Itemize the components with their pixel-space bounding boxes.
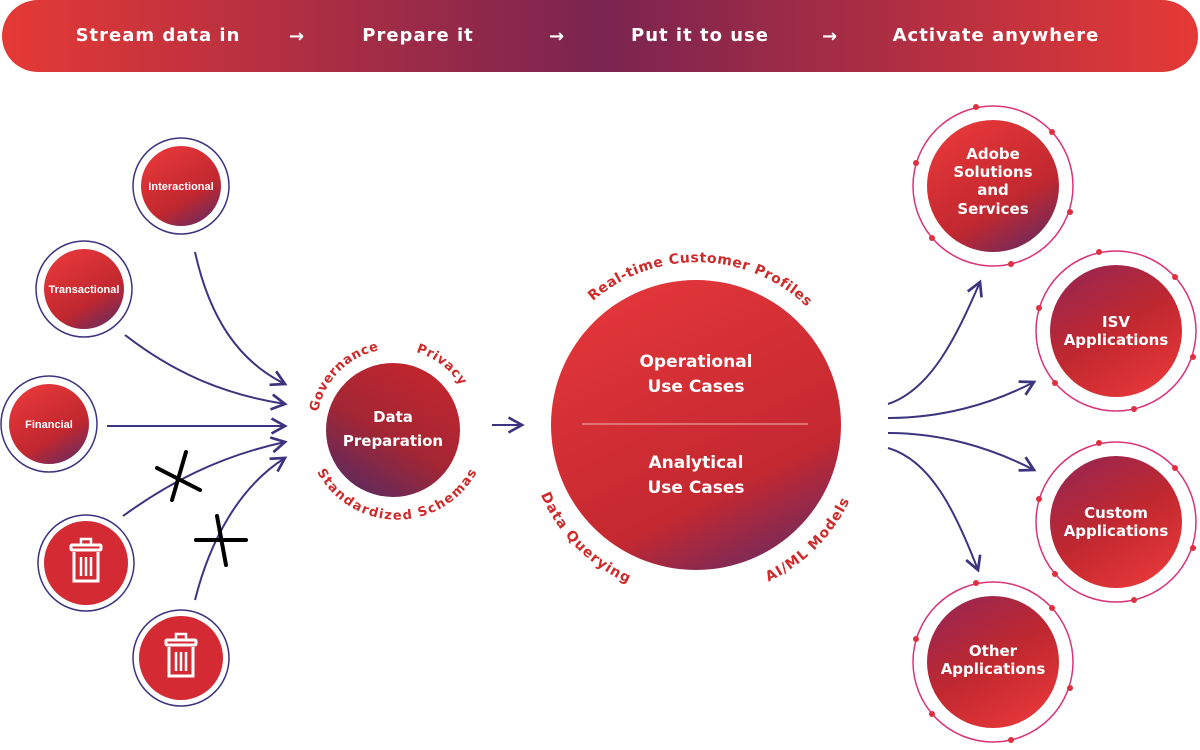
node-ring: [912, 581, 1074, 743]
node-circle: [927, 120, 1059, 252]
destination-line2: Applications: [1064, 522, 1169, 540]
node-ring: [37, 514, 135, 612]
node-ring: [132, 137, 230, 235]
source-label: Transactional: [49, 284, 120, 296]
source-interactional: Interactional: [132, 137, 230, 235]
node-ring: [912, 105, 1074, 267]
prep-title-line1: Data: [373, 408, 413, 426]
source-arrows: [107, 251, 288, 601]
arrow-right-icon: →: [822, 26, 838, 47]
node-circle: [1050, 265, 1182, 397]
node-circle: [141, 146, 221, 226]
trash-icon[interactable]: [164, 632, 198, 678]
node-ring: [0, 375, 98, 473]
arrow-interactional: [194, 251, 288, 387]
banner-background: [2, 0, 1198, 72]
step-stream-data-in: Stream data in: [76, 25, 241, 46]
step-activate-anywhere: Activate anywhere: [893, 25, 1100, 46]
destination-line1: ISV: [1102, 313, 1130, 331]
trash-icon[interactable]: [69, 537, 103, 583]
destination-line1: Adobe: [966, 145, 1020, 163]
arrow-right-icon: →: [289, 26, 305, 47]
source-removed-2[interactable]: [132, 609, 230, 707]
destination-other-applications: Other Applications: [912, 580, 1074, 743]
destination-line4: Services: [957, 200, 1028, 218]
node-ring: [132, 609, 230, 707]
node-circle: [9, 384, 89, 464]
arrow-right-icon: →: [549, 26, 565, 47]
destination-line1: Custom: [1084, 504, 1148, 522]
arrow-to-adobe: [887, 279, 983, 405]
arrow-removed-source-1: [122, 436, 288, 517]
arrow-to-isv: [887, 380, 1037, 419]
node-ring: [1035, 441, 1197, 603]
source-label: Interactional: [148, 181, 213, 193]
node-circle: [1050, 456, 1182, 588]
analytical-line2: Use Cases: [647, 478, 744, 498]
destination-line2: Applications: [941, 660, 1046, 678]
node-ring: [1035, 250, 1197, 412]
destination-line2: Applications: [1064, 331, 1169, 349]
cross-mark-icon: [155, 450, 202, 502]
source-transactional: Transactional: [35, 240, 133, 338]
destination-line2: Solutions: [953, 163, 1032, 181]
arrow-transactional: [124, 334, 288, 411]
process-banner: Stream data in → Prepare it → Put it to …: [2, 0, 1198, 72]
destination-isv-applications: ISV Applications: [1035, 249, 1197, 412]
node-circle: [927, 596, 1059, 728]
destination-arrows: [887, 279, 1037, 573]
analytical-line1: Analytical: [649, 453, 744, 473]
hub-circle: [551, 280, 841, 570]
data-preparation-node: Data Preparation Governance Privacy Stan…: [307, 339, 480, 523]
source-label: Financial: [25, 419, 73, 431]
node-circle: [44, 249, 124, 329]
source-financial: Financial: [0, 375, 98, 473]
destination-line1: Other: [969, 642, 1018, 660]
source-removed-1[interactable]: [37, 514, 135, 612]
arrow-to-other: [887, 447, 982, 573]
use-cases-hub: Operational Use Cases Analytical Use Cas…: [537, 250, 853, 587]
destination-line3: and: [977, 181, 1009, 199]
destination-adobe-solutions: Adobe Solutions and Services: [912, 104, 1074, 267]
cross-mark-icon: [194, 514, 248, 567]
destination-custom-applications: Custom Applications: [1035, 440, 1197, 603]
operational-line2: Use Cases: [647, 377, 744, 397]
step-prepare-it: Prepare it: [362, 25, 473, 46]
prep-circle: [326, 363, 460, 497]
node-ring: [35, 240, 133, 338]
operational-line1: Operational: [639, 352, 752, 372]
step-put-it-to-use: Put it to use: [631, 25, 769, 46]
prep-title-line2: Preparation: [343, 432, 443, 450]
arrow-to-custom: [887, 432, 1037, 472]
arrow-removed-source-2: [194, 456, 288, 601]
